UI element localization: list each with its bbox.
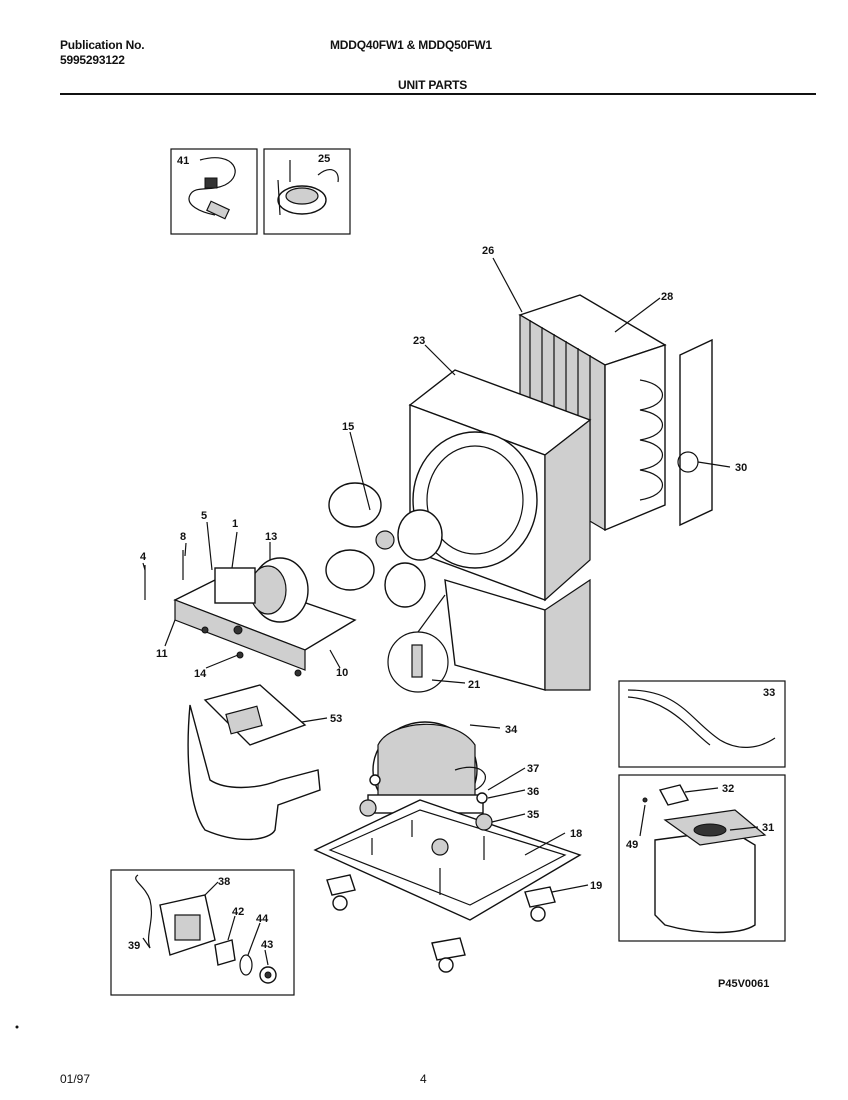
- callout-1: 1: [232, 518, 238, 530]
- diagram-reference-code: P45V0061: [718, 978, 770, 990]
- stray-dot: [15, 1025, 19, 1029]
- callout-35: 35: [527, 809, 539, 821]
- section-title: UNIT PARTS: [398, 78, 468, 92]
- header-rule: [60, 93, 816, 95]
- callout-18: 18: [570, 828, 582, 840]
- callout-37: 37: [527, 763, 539, 775]
- capacitor-inset: [263, 148, 351, 235]
- base-pan: [313, 774, 582, 921]
- leader-lines: [142, 257, 759, 966]
- callout-13: 13: [265, 531, 277, 543]
- callout-41: 41: [177, 155, 189, 167]
- callout-38: 38: [218, 876, 230, 888]
- callout-8: 8: [180, 531, 186, 543]
- fan-shroud: [408, 369, 592, 691]
- footer-date: 01/97: [60, 1072, 91, 1086]
- fan-blade: [325, 482, 443, 608]
- callout-42: 42: [232, 906, 244, 918]
- callout-39: 39: [128, 940, 140, 952]
- wire-harness-inset: [618, 680, 786, 768]
- power-cord-inset: [170, 148, 258, 235]
- callout-19: 19: [590, 880, 602, 892]
- callout-53: 53: [330, 713, 342, 725]
- callout-32: 32: [722, 783, 734, 795]
- callout-26: 26: [482, 245, 494, 257]
- callout-25: 25: [318, 153, 330, 165]
- callout-49: 49: [626, 839, 638, 851]
- footer-page-number: 4: [420, 1072, 427, 1086]
- callout-10: 10: [336, 667, 348, 679]
- callout-30: 30: [735, 462, 747, 474]
- publication-label: Publication No.: [60, 38, 145, 52]
- callout-31: 31: [762, 822, 774, 834]
- callout-33: 33: [763, 687, 775, 699]
- callout-14: 14: [194, 668, 207, 680]
- model-numbers: MDDQ40FW1 & MDDQ50FW1: [330, 38, 492, 52]
- bucket-switch-inset: [110, 869, 295, 996]
- callout-21: 21: [468, 679, 480, 691]
- callout-4: 4: [140, 551, 147, 563]
- callout-23: 23: [413, 335, 425, 347]
- publication-number: 5995293122: [60, 53, 125, 67]
- callout-36: 36: [527, 786, 539, 798]
- callout-5: 5: [201, 510, 207, 522]
- callout-44: 44: [256, 913, 269, 925]
- callout-43: 43: [261, 939, 273, 951]
- callout-11: 11: [156, 648, 168, 660]
- bucket-cover: [187, 684, 321, 841]
- callout-15: 15: [342, 421, 354, 433]
- float-switch-detail: [387, 594, 449, 693]
- callout-34: 34: [505, 724, 518, 736]
- callout-28: 28: [661, 291, 673, 303]
- fan-motor: [144, 550, 357, 677]
- water-bucket-inset: [618, 774, 786, 942]
- casters: [326, 874, 556, 973]
